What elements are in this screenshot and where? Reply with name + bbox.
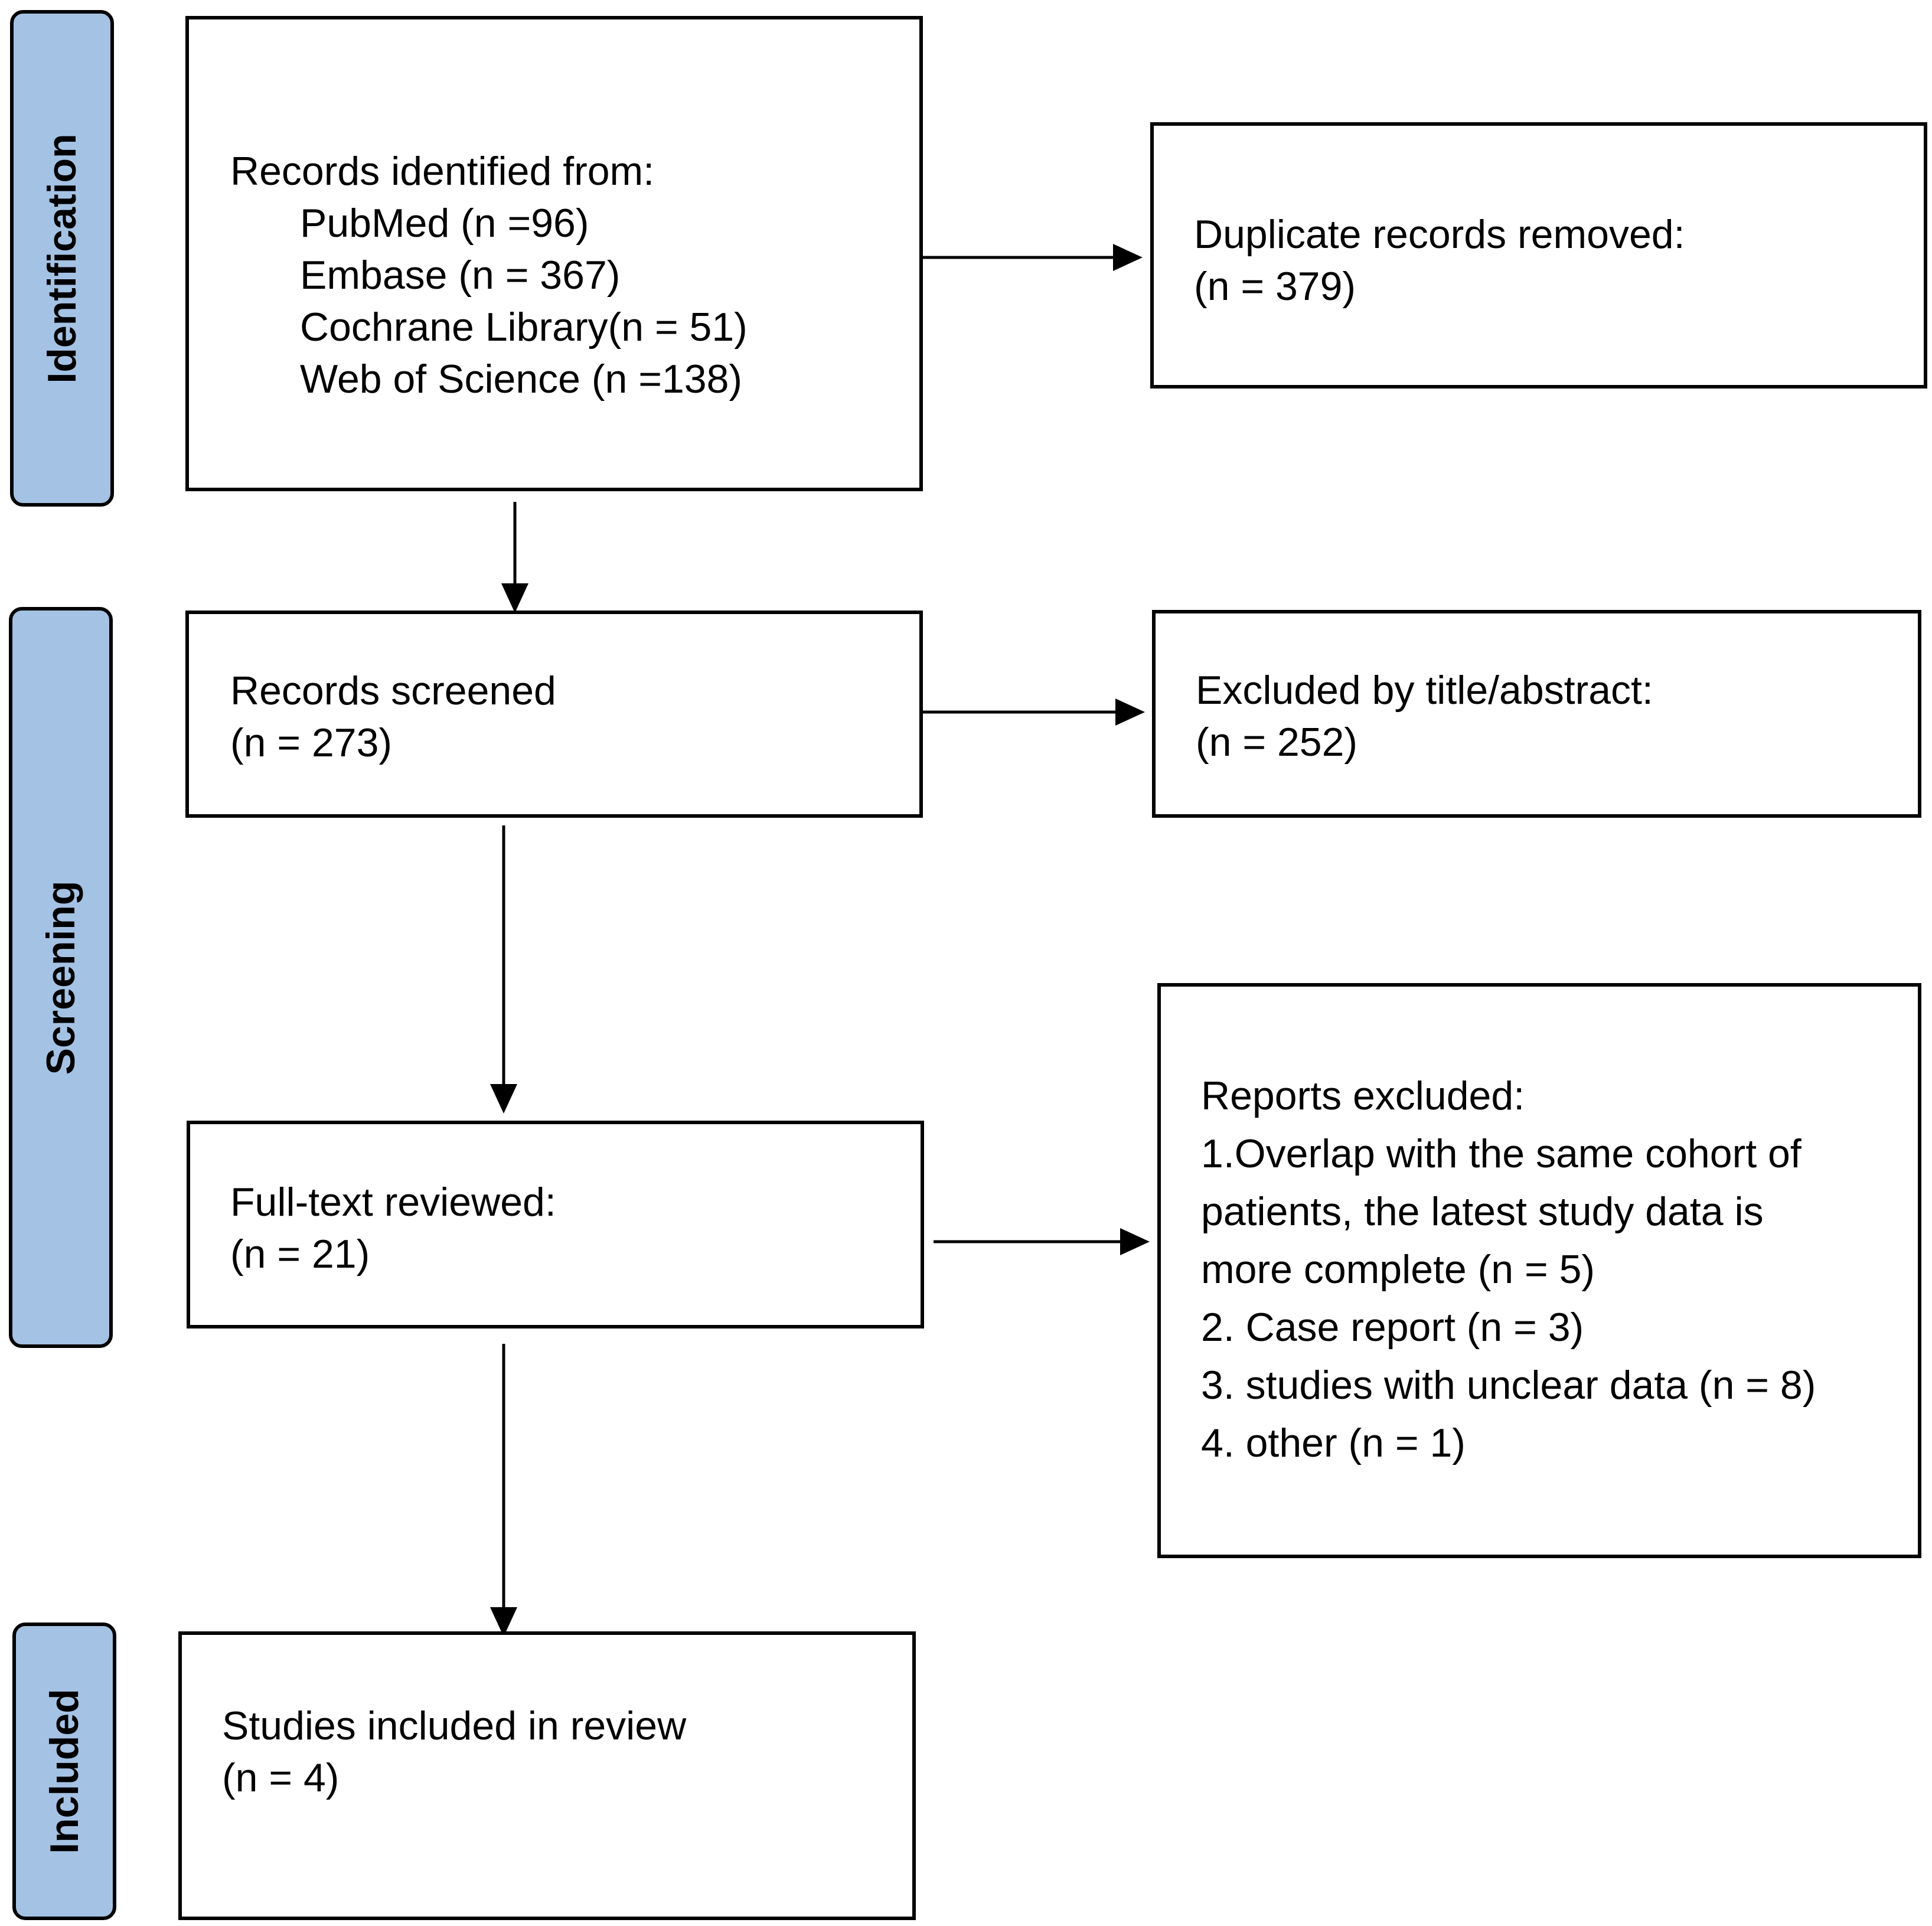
source-pubmed: PubMed (n =96) xyxy=(300,201,589,246)
studies-included-text: Studies included in review (n = 4) xyxy=(222,1700,686,1804)
phase-screening: Screening xyxy=(9,607,113,1348)
excluded-title-abstract-heading: Excluded by title/abstract: xyxy=(1196,668,1653,713)
studies-included-heading: Studies included in review xyxy=(222,1703,687,1748)
records-identified-text: Records identified from: PubMed (n =96) … xyxy=(230,145,748,405)
studies-included-count: (n = 4) xyxy=(222,1755,340,1800)
reports-excluded-line: more complete (n = 5) xyxy=(1201,1247,1595,1292)
studies-included-box: Studies included in review (n = 4) xyxy=(178,1631,916,1920)
arrowhead-screened xyxy=(501,583,528,613)
reports-excluded-text: Reports excluded: 1.Overlap with the sam… xyxy=(1201,1067,1816,1472)
arrowhead-fulltext xyxy=(490,1084,517,1114)
reports-excluded-line: patients, the latest study data is xyxy=(1201,1189,1764,1234)
duplicates-removed-box: Duplicate records removed: (n = 379) xyxy=(1150,122,1927,389)
excluded-title-abstract-count: (n = 252) xyxy=(1196,720,1358,765)
phase-included-label: Included xyxy=(42,1689,87,1854)
reports-excluded-line: 1.Overlap with the same cohort of xyxy=(1201,1131,1802,1176)
arrowhead-excluded xyxy=(1115,698,1145,726)
source-cochrane: Cochrane Library(n = 51) xyxy=(300,305,748,350)
phase-included: Included xyxy=(12,1623,116,1920)
phase-identification-label: Identification xyxy=(40,133,84,384)
records-screened-box: Records screened (n = 273) xyxy=(185,611,923,818)
reports-excluded-line: 4. other (n = 1) xyxy=(1201,1421,1466,1465)
duplicates-removed-text: Duplicate records removed: (n = 379) xyxy=(1194,208,1685,312)
phase-identification: Identification xyxy=(10,10,114,507)
arrowhead-reports-excluded xyxy=(1120,1228,1150,1255)
full-text-reviewed-heading: Full-text reviewed: xyxy=(230,1180,556,1225)
records-identified-box: Records identified from: PubMed (n =96) … xyxy=(185,16,923,491)
full-text-reviewed-count: (n = 21) xyxy=(230,1232,370,1277)
source-web-of-science: Web of Science (n =138) xyxy=(300,357,743,401)
reports-excluded-heading: Reports excluded: xyxy=(1201,1073,1525,1118)
records-identified-heading: Records identified from: xyxy=(230,149,655,194)
excluded-title-abstract-text: Excluded by title/abstract: (n = 252) xyxy=(1196,664,1653,768)
records-screened-text: Records screened (n = 273) xyxy=(230,665,556,769)
records-screened-count: (n = 273) xyxy=(230,720,393,765)
duplicates-removed-count: (n = 379) xyxy=(1194,264,1356,309)
arrowhead-duplicates xyxy=(1113,244,1143,271)
records-screened-heading: Records screened xyxy=(230,668,556,713)
reports-excluded-line: 2. Case report (n = 3) xyxy=(1201,1305,1584,1350)
excluded-title-abstract-box: Excluded by title/abstract: (n = 252) xyxy=(1152,610,1921,818)
reports-excluded-line: 3. studies with unclear data (n = 8) xyxy=(1201,1363,1816,1408)
source-embase: Embase (n = 367) xyxy=(300,253,621,298)
duplicates-removed-heading: Duplicate records removed: xyxy=(1194,212,1685,257)
phase-screening-label: Screening xyxy=(38,880,83,1075)
full-text-reviewed-text: Full-text reviewed: (n = 21) xyxy=(230,1176,556,1280)
reports-excluded-box: Reports excluded: 1.Overlap with the sam… xyxy=(1157,983,1921,1558)
full-text-reviewed-box: Full-text reviewed: (n = 21) xyxy=(187,1121,924,1328)
